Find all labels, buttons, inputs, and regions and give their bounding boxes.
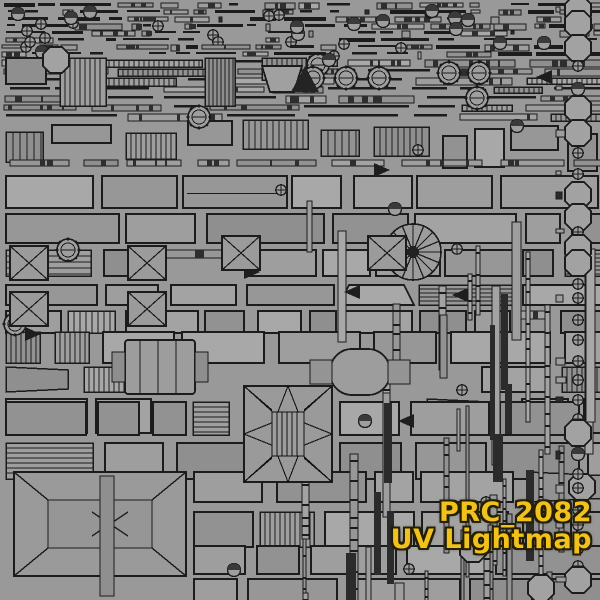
dense-vent-block: [99, 475, 115, 597]
fastener-column: [555, 0, 592, 594]
starburst-emitter: [242, 384, 334, 484]
canister-module-2: [309, 348, 411, 396]
circular-port-band: [260, 59, 493, 93]
canister-module: [111, 339, 209, 395]
